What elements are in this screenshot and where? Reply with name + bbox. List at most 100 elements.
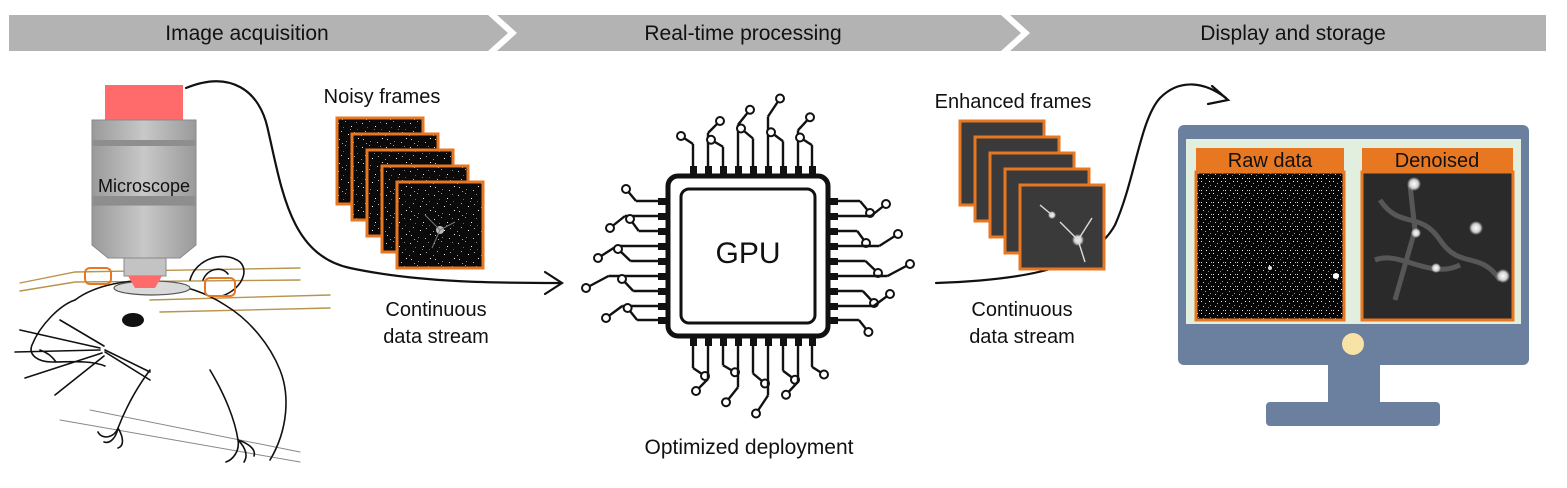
enhanced-frame — [1018, 183, 1106, 271]
gpu-trace-node — [721, 397, 731, 408]
gpu-pin — [828, 288, 838, 295]
data-stream-arrow-left — [184, 80, 565, 296]
gpu-trace-node — [601, 313, 611, 323]
gpu-pin — [828, 317, 838, 324]
gpu-trace-node — [863, 327, 874, 337]
stage-label-display: Display and storage — [1200, 22, 1386, 45]
gpu-pin — [705, 166, 712, 176]
gpu-pin — [828, 198, 838, 205]
raw-data-image — [1194, 170, 1346, 322]
gpu-trace-node — [691, 386, 701, 396]
noisy-frame — [395, 180, 485, 270]
gpu-pin — [809, 166, 816, 176]
gpu-pin — [828, 213, 838, 220]
stage-banner-display — [1010, 15, 1546, 51]
gpu-pins — [581, 93, 915, 419]
gpu-trace-node — [706, 134, 716, 145]
gpu-trace-node — [893, 229, 903, 239]
gpu-pin — [795, 166, 802, 176]
microscope-label: Microscope — [98, 176, 190, 196]
denoised-tab — [1362, 148, 1513, 172]
gpu-trace-node — [625, 214, 635, 224]
gpu-pin — [658, 228, 668, 235]
gpu-pin — [828, 243, 838, 250]
gpu-pin — [828, 303, 838, 310]
gpu-pin — [705, 336, 712, 346]
gpu-trace-node — [715, 116, 725, 126]
gpu-caption: Optimized deployment — [645, 436, 854, 459]
gpu-trace-node — [745, 104, 755, 115]
gpu-trace-node — [805, 112, 815, 123]
power-led — [1342, 333, 1364, 355]
raw-data-label: Raw data — [1228, 150, 1313, 172]
gpu-trace-node — [766, 127, 776, 138]
gpu-trace-node — [819, 369, 829, 380]
denoised-label: Denoised — [1395, 150, 1480, 172]
gpu-trace-node — [781, 389, 791, 400]
enhanced-frames-label: Enhanced frames — [935, 91, 1092, 113]
gpu-pin — [750, 166, 757, 176]
data-stream-arrow-right — [934, 83, 1231, 285]
gpu-pin — [658, 258, 668, 265]
mouse-illustration — [14, 255, 331, 463]
stage-label-acquisition: Image acquisition — [165, 22, 328, 45]
gpu-pin — [735, 336, 742, 346]
gpu-trace-node — [775, 93, 785, 104]
denoised-neurons — [1374, 177, 1510, 301]
laser-beam — [105, 85, 183, 120]
gpu-trace-node — [622, 303, 633, 313]
monitor: Raw data Denoised — [1178, 125, 1529, 426]
gpu-pin — [658, 288, 668, 295]
gpu-trace-node — [905, 259, 915, 269]
gpu-trace-node — [751, 408, 761, 419]
gpu-pin — [658, 273, 668, 280]
gpu-pin — [828, 258, 838, 265]
noisy-frames-stack — [335, 116, 485, 270]
gpu-trace-node — [621, 184, 631, 194]
gpu-chip: GPU — [581, 93, 915, 419]
stream-right-line1: Continuous — [971, 299, 1072, 321]
gpu-pin — [750, 336, 757, 346]
gpu-pin — [720, 336, 727, 346]
gpu-pin — [658, 213, 668, 220]
noisy-frames-label: Noisy frames — [324, 86, 441, 108]
gpu-pin — [658, 243, 668, 250]
gpu-trace-node — [881, 199, 891, 209]
gpu-trace-node — [885, 289, 895, 299]
gpu-pin — [780, 336, 787, 346]
gpu-label: GPU — [715, 237, 780, 270]
enhanced-frames-stack — [958, 119, 1106, 271]
gpu-trace-node — [613, 244, 623, 254]
gpu-pin — [658, 303, 668, 310]
stage-label-processing: Real-time processing — [644, 22, 841, 45]
gpu-pin — [658, 198, 668, 205]
gpu-trace-node — [605, 223, 615, 233]
gpu-pin — [735, 166, 742, 176]
gpu-trace-node — [617, 274, 627, 284]
stage-banner: Image acquisition Real-time processing D… — [9, 15, 1546, 51]
microscope: Microscope — [91, 85, 197, 288]
gpu-pin — [690, 166, 697, 176]
gpu-pin — [765, 336, 772, 346]
gpu-pin — [690, 336, 697, 346]
raw-data-tab — [1196, 148, 1344, 172]
gpu-pin — [809, 336, 816, 346]
gpu-pin — [828, 273, 838, 280]
gpu-pin — [658, 317, 668, 324]
gpu-pin — [720, 166, 727, 176]
stream-left-line1: Continuous — [385, 299, 486, 321]
stream-right-line2: data stream — [969, 326, 1075, 348]
gpu-pin — [765, 166, 772, 176]
stream-left-line2: data stream — [383, 326, 489, 348]
gpu-trace-node — [593, 253, 603, 263]
denoised-image — [1360, 170, 1515, 322]
gpu-trace-node — [676, 131, 686, 141]
gpu-pin — [795, 336, 802, 346]
gpu-pin — [780, 166, 787, 176]
stage-banner-acquisition — [9, 15, 508, 51]
gpu-pin — [828, 228, 838, 235]
gpu-trace-node — [581, 283, 591, 293]
stage-banner-processing — [497, 15, 1021, 51]
gpu-trace-node — [736, 123, 746, 134]
